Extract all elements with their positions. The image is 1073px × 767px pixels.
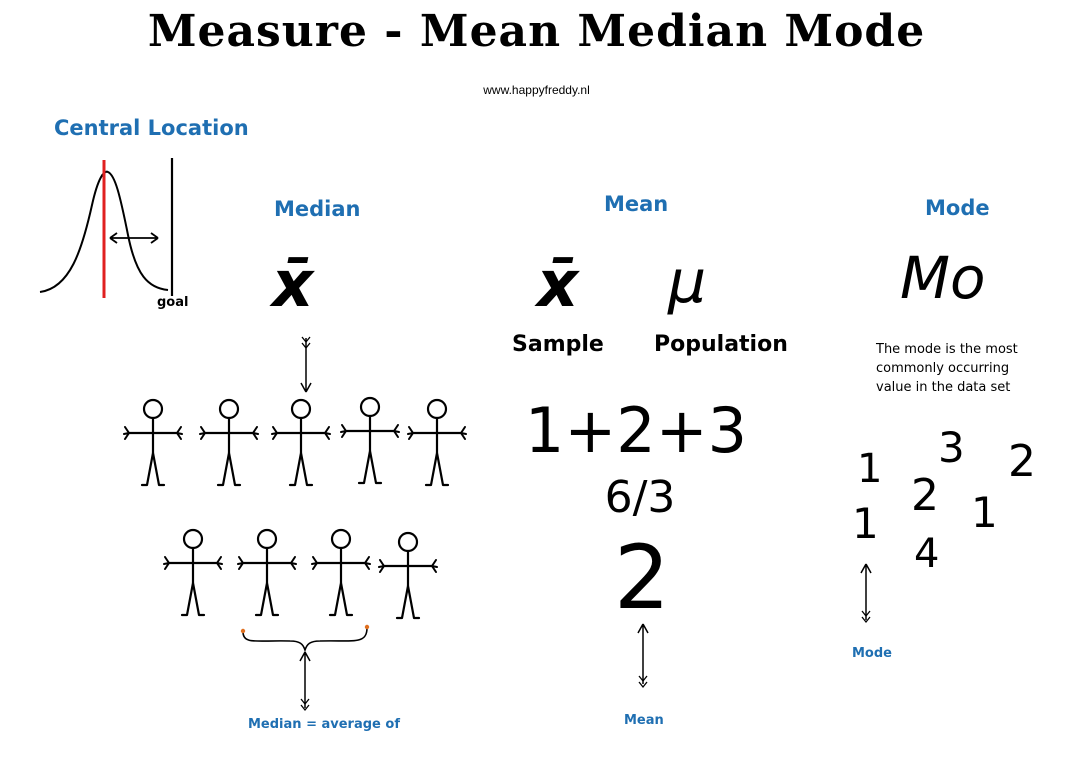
stick-figure-icon [406, 398, 468, 487]
stick-figure-icon [122, 398, 184, 487]
median-bracket [240, 624, 370, 653]
stick-figure-icon [377, 531, 439, 620]
mode-mo-symbol: Mo [900, 244, 986, 312]
mode-number: 1 [852, 499, 879, 548]
mode-description: The mode is the most commonly occurring … [876, 342, 1018, 395]
page-title: Measure - Mean Median Mode [147, 6, 926, 57]
mean-caption: Mean [624, 713, 664, 728]
even-figures-row [162, 528, 439, 620]
stick-figure-icon [310, 528, 372, 617]
stick-figure-icon [339, 396, 401, 485]
mode-number: 4 [914, 531, 939, 577]
goal-label: goal [157, 295, 189, 310]
mode-number: 1 [971, 488, 998, 537]
mode-up-arrow-icon [860, 563, 872, 624]
mean-expression: 1+2+3 [525, 394, 747, 467]
bracket-dot-icon [364, 624, 370, 630]
mean-division: 6/3 [605, 472, 676, 523]
stick-figure-icon [198, 398, 260, 487]
mode-number: 3 [938, 423, 965, 472]
mode-number: 1 [857, 446, 882, 492]
median-down-arrow-icon [300, 336, 312, 393]
stick-figure-icon [236, 528, 298, 617]
median-heading: Median [274, 197, 361, 221]
mode-numbers: 1 3 2 2 1 1 4 [852, 423, 1036, 577]
median-up-arrow-icon [299, 651, 311, 712]
svg-text:x̄: x̄ [534, 248, 580, 322]
mode-caption: Mode [852, 646, 892, 661]
source-url: www.happyfreddy.nl [483, 83, 590, 97]
mean-calculation: 1+2+3 6/3 2 [525, 394, 747, 629]
mode-number: 2 [1008, 436, 1036, 487]
bracket-dot-icon [240, 628, 246, 634]
mean-up-arrow-icon [637, 623, 649, 689]
svg-text:x̄: x̄ [269, 248, 315, 322]
svg-text:μ: μ [667, 247, 706, 317]
median-caption: Median = average of [248, 717, 400, 732]
mean-result: 2 [614, 526, 670, 629]
central-location-heading: Central Location [54, 116, 249, 140]
median-xbar-symbol: x̄ [269, 248, 315, 322]
stick-figure-icon [270, 398, 332, 487]
sample-xbar-symbol: x̄ [534, 248, 580, 322]
distance-arrow-icon [109, 232, 159, 244]
mode-number: 2 [911, 470, 939, 521]
population-mu-symbol: μ [667, 247, 706, 317]
mode-heading: Mode [925, 196, 990, 220]
odd-figures-row [122, 396, 468, 487]
population-label: Population [654, 332, 788, 357]
stick-figure-icon [162, 528, 224, 617]
bell-curve-diagram [39, 158, 174, 298]
sample-label: Sample [512, 332, 604, 357]
svg-text:Mo: Mo [900, 244, 986, 312]
mean-heading: Mean [604, 192, 669, 216]
